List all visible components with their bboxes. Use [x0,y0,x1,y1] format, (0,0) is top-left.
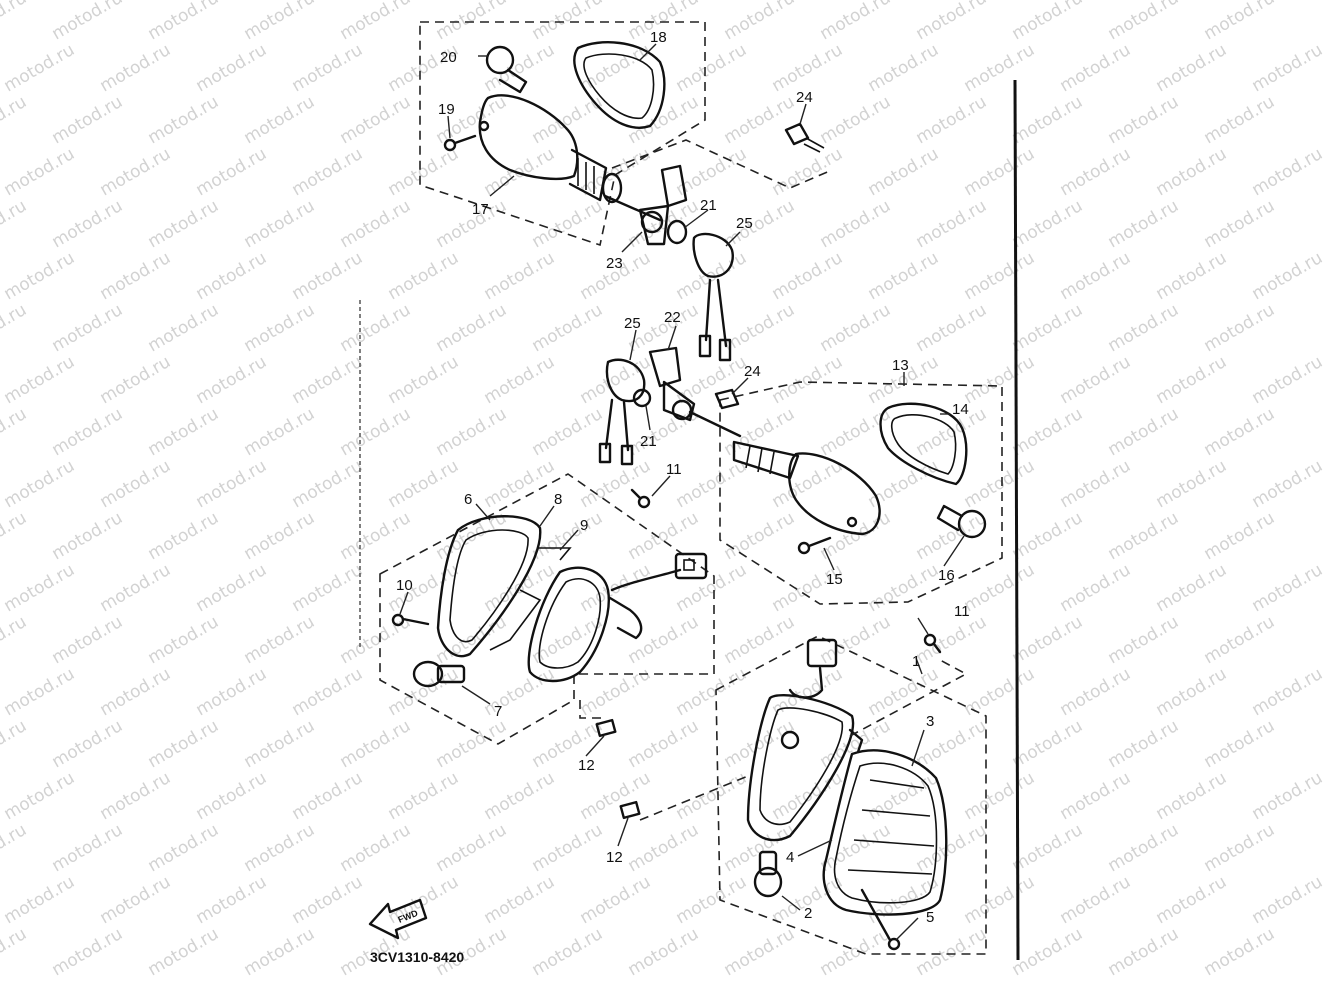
callout-20: 20 [440,49,457,66]
callout-21-top: 21 [700,197,717,214]
callout-12-right: 12 [606,849,623,866]
front-left-signal-assembly [419,21,833,362]
callout-22: 22 [664,309,681,326]
group-outline-1 [715,635,987,955]
callout-11-right: 11 [954,603,970,620]
bolt-24-top [784,122,825,153]
bulb-2 [753,850,783,898]
callout-13: 13 [892,357,909,374]
callout-23: 23 [606,255,623,272]
gasket-9 [489,547,572,651]
screw-5 [860,888,901,951]
callout-24-top: 24 [796,89,813,106]
lens-3 [822,749,948,916]
callout-1: 1 [912,653,920,670]
callout-2: 2 [804,905,812,922]
housing-13 [732,440,881,536]
bolt-24-mid [714,388,740,410]
callout-15: 15 [826,571,843,588]
callout-18: 18 [650,29,667,46]
bracket-22-top [638,164,688,246]
callout-11-left: 11 [666,461,682,478]
callout-7: 7 [494,703,502,720]
page-border-right [1013,79,1020,961]
rear-left-signal-assembly [379,473,715,745]
group-outline-6 [379,473,715,745]
callout-6: 6 [464,491,472,508]
callout-14: 14 [952,401,969,418]
bulb-16 [936,504,987,539]
front-right-signal-assembly [598,346,1003,605]
lens-14 [879,402,968,486]
rear-right-signal-assembly [619,633,987,955]
callout-12-left: 12 [578,757,595,774]
screw-11-right [923,633,942,654]
callout-17: 17 [472,201,489,218]
socket-housing-right [746,694,864,842]
screw-15 [797,536,832,555]
callout-10: 10 [396,577,413,594]
screw-19 [443,134,477,152]
callout-16: 16 [938,567,955,584]
callout-5: 5 [926,909,934,926]
callout-4: 4 [786,849,794,866]
diagram-code: 3CV1310-8420 [370,949,464,965]
nut-12-left [595,718,617,738]
callout-25-mid: 25 [624,315,641,332]
leader-lines [399,43,965,941]
nut-12-right [619,800,641,820]
bracket-22-mid [598,346,696,466]
callout-9: 9 [580,517,588,534]
socket-housing [527,552,708,683]
callout-24-mid: 24 [744,363,761,380]
lens-8 [436,515,542,658]
callout-19: 19 [438,101,455,118]
callout-21-mid: 21 [640,433,657,450]
grommet-25-top [692,232,734,362]
callout-3: 3 [926,713,934,730]
callout-8: 8 [554,491,562,508]
screw-10 [391,613,430,627]
callout-25-top: 25 [736,215,753,232]
screw-11-left [630,488,651,509]
connector [806,638,838,668]
bulb-20 [485,45,528,94]
lens-18 [573,41,666,129]
bulb-7 [412,660,466,688]
callout-labels: 20 18 19 17 24 21 25 23 25 22 24 21 13 1… [396,29,970,926]
